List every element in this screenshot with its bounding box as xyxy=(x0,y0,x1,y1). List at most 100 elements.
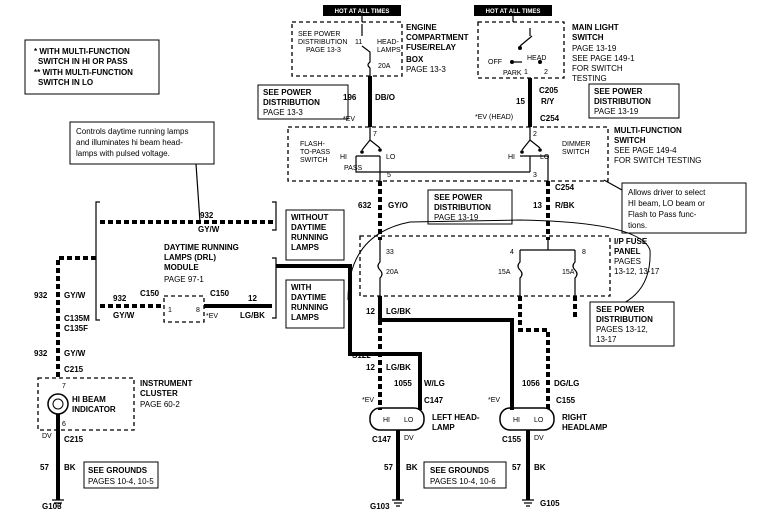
mfs-outline xyxy=(287,126,609,182)
conn-c155a: C155 xyxy=(556,396,576,405)
conn-c205: C205 xyxy=(539,86,559,95)
wire-57-m-color: BK xyxy=(406,463,418,472)
conn-c215a: C215 xyxy=(64,365,84,374)
wire-632-color: GY/O xyxy=(388,201,408,210)
wire-932-l-num: 932 xyxy=(34,291,48,300)
mfs-pin-7: 7 xyxy=(373,131,377,138)
fuse-box-title-5: PAGE 13-3 xyxy=(406,65,446,74)
without-drl-1: WITHOUT xyxy=(291,213,328,222)
main-switch-park: PARK xyxy=(503,70,522,77)
wire-932-drl-color: GY/W xyxy=(113,311,135,320)
mfs-title-1: MULTI-FUNCTION xyxy=(614,126,682,135)
power-dist-right-box xyxy=(588,83,680,119)
power-dist-right-1: SEE POWER xyxy=(594,87,643,96)
main-switch-title-1: MAIN LIGHT xyxy=(572,23,619,32)
wire-1056-color: DG/LG xyxy=(554,379,579,388)
wire-57-l-color: BK xyxy=(64,463,76,472)
wire-632-num: 632 xyxy=(358,201,372,210)
grounds-left-2: PAGES 10-4, 10-5 xyxy=(88,477,154,486)
grounds-mid-box xyxy=(423,461,507,489)
g105: G105 xyxy=(540,499,560,508)
power-dist-mid-box xyxy=(427,189,513,225)
dv-right-lamp: DV xyxy=(534,435,544,442)
cluster-title-1: INSTRUMENT xyxy=(140,379,193,388)
conn-c150a: C150 xyxy=(140,289,160,298)
left-headlamp-1: LEFT HEAD- xyxy=(432,413,480,422)
switch-note-4: tions. xyxy=(628,221,647,230)
switch-note-1: Allows driver to select xyxy=(628,188,706,197)
main-switch-title-3: PAGE 13-19 xyxy=(572,44,617,53)
conn-c147b: C147 xyxy=(372,435,392,444)
right-headlamp xyxy=(499,407,555,431)
mfs-lo-left: LO xyxy=(386,154,396,161)
fuse-pin-33: 33 xyxy=(386,249,394,256)
drl-pin1: 1 xyxy=(168,307,172,314)
right-headlamp-1: RIGHT xyxy=(562,413,587,422)
legend-line-2: SWITCH IN HI OR PASS xyxy=(38,57,128,66)
wire-12-lg-bk xyxy=(378,296,514,410)
drl-module-4: PAGE 97-1 xyxy=(164,275,204,284)
grounds-left-1: SEE GROUNDS xyxy=(88,466,148,475)
mfs-dimmer-2: SWITCH xyxy=(562,149,590,156)
grounds-mid-1: SEE GROUNDS xyxy=(430,466,490,475)
mfs-hi-right: HI xyxy=(508,154,515,161)
with-drl-2: DAYTIME xyxy=(291,293,327,302)
drl-pin8: 8 xyxy=(196,307,200,314)
mfs-pass: PASS xyxy=(344,165,362,172)
wire-12-b-num: 12 xyxy=(366,363,375,372)
right-lamp-lo: LO xyxy=(534,417,544,424)
power-dist-right-2: DISTRIBUTION xyxy=(594,97,651,106)
wire-1055-num: 1055 xyxy=(394,379,412,388)
switch-note-box xyxy=(621,182,747,234)
power-dist-mid-3: PAGE 13-19 xyxy=(434,213,479,222)
wire-57-r-color: BK xyxy=(534,463,546,472)
grounds-mid-2: PAGES 10-4, 10-6 xyxy=(430,477,496,486)
mfs-internal-right xyxy=(520,127,549,181)
legend-line-1: * WITH MULTI-FUNCTION xyxy=(34,47,130,56)
fuse-pin-4: 4 xyxy=(510,249,514,256)
ip-fuse-title-3: PAGES xyxy=(614,257,641,266)
cluster-title-3: PAGE 60-2 xyxy=(140,400,180,409)
drl-note-pointer xyxy=(195,163,201,223)
wire-12-num: 12 xyxy=(366,307,375,316)
ground-symbol-mid xyxy=(392,499,404,507)
fuse-box-fuse: 20A xyxy=(378,63,391,70)
drl-note-3: lamps with pulsed voltage. xyxy=(76,149,170,158)
ev-label-r-lamp: *EV xyxy=(488,397,500,404)
with-drl-3: RUNNING xyxy=(291,303,328,312)
wire-196-color: DB/O xyxy=(375,93,395,102)
conn-c254a: C254 xyxy=(540,114,560,123)
ip-fuse-title-2: PANEL xyxy=(614,247,641,256)
fuse-box-title-3: FUSE/RELAY xyxy=(406,43,457,52)
drl-note-box xyxy=(69,121,215,165)
with-drl-box xyxy=(285,279,345,329)
legend-box xyxy=(24,39,160,95)
mfs-pin-5: 5 xyxy=(387,172,391,179)
wire-15-color: R/Y xyxy=(541,97,555,106)
mfs-flash-1: FLASH- xyxy=(300,141,326,148)
fuse-3 xyxy=(572,250,578,296)
ev-label-left: *EV xyxy=(343,116,355,123)
conn-c135f: C135F xyxy=(64,324,88,333)
drl-module-1: DAYTIME RUNNING xyxy=(164,243,239,252)
wire-12-color: LG/BK xyxy=(386,307,411,316)
ev-label-drl: *EV xyxy=(206,313,218,320)
switch-note-pointer xyxy=(603,179,623,191)
power-dist-lower-1: SEE POWER xyxy=(596,305,645,314)
fuse-box-note-2: DISTRIBUTION xyxy=(298,39,347,46)
drl-note-2: and illuminates hi beam head- xyxy=(76,138,183,147)
mfs-internal-left xyxy=(355,127,530,173)
fuse-rating-2: 15A xyxy=(498,269,511,276)
conn-c150b: C150 xyxy=(210,289,230,298)
wire-932-l-color: GY/W xyxy=(64,291,86,300)
hot-label-left: HOT AT ALL TIMES xyxy=(335,9,390,15)
wire-932-top-num: 932 xyxy=(200,211,214,220)
wire-196-num: 196 xyxy=(343,93,357,102)
main-switch-p1: 1 xyxy=(524,69,528,76)
mfs-pin-2: 2 xyxy=(533,131,537,138)
hot-label-right: HOT AT ALL TIMES xyxy=(486,9,541,15)
power-dist-lower-2: DISTRIBUTION xyxy=(596,315,653,324)
relay-contact xyxy=(361,24,371,76)
drl-note-1: Controls daytime running lamps xyxy=(76,127,189,136)
wire-932-cluster xyxy=(56,256,96,380)
